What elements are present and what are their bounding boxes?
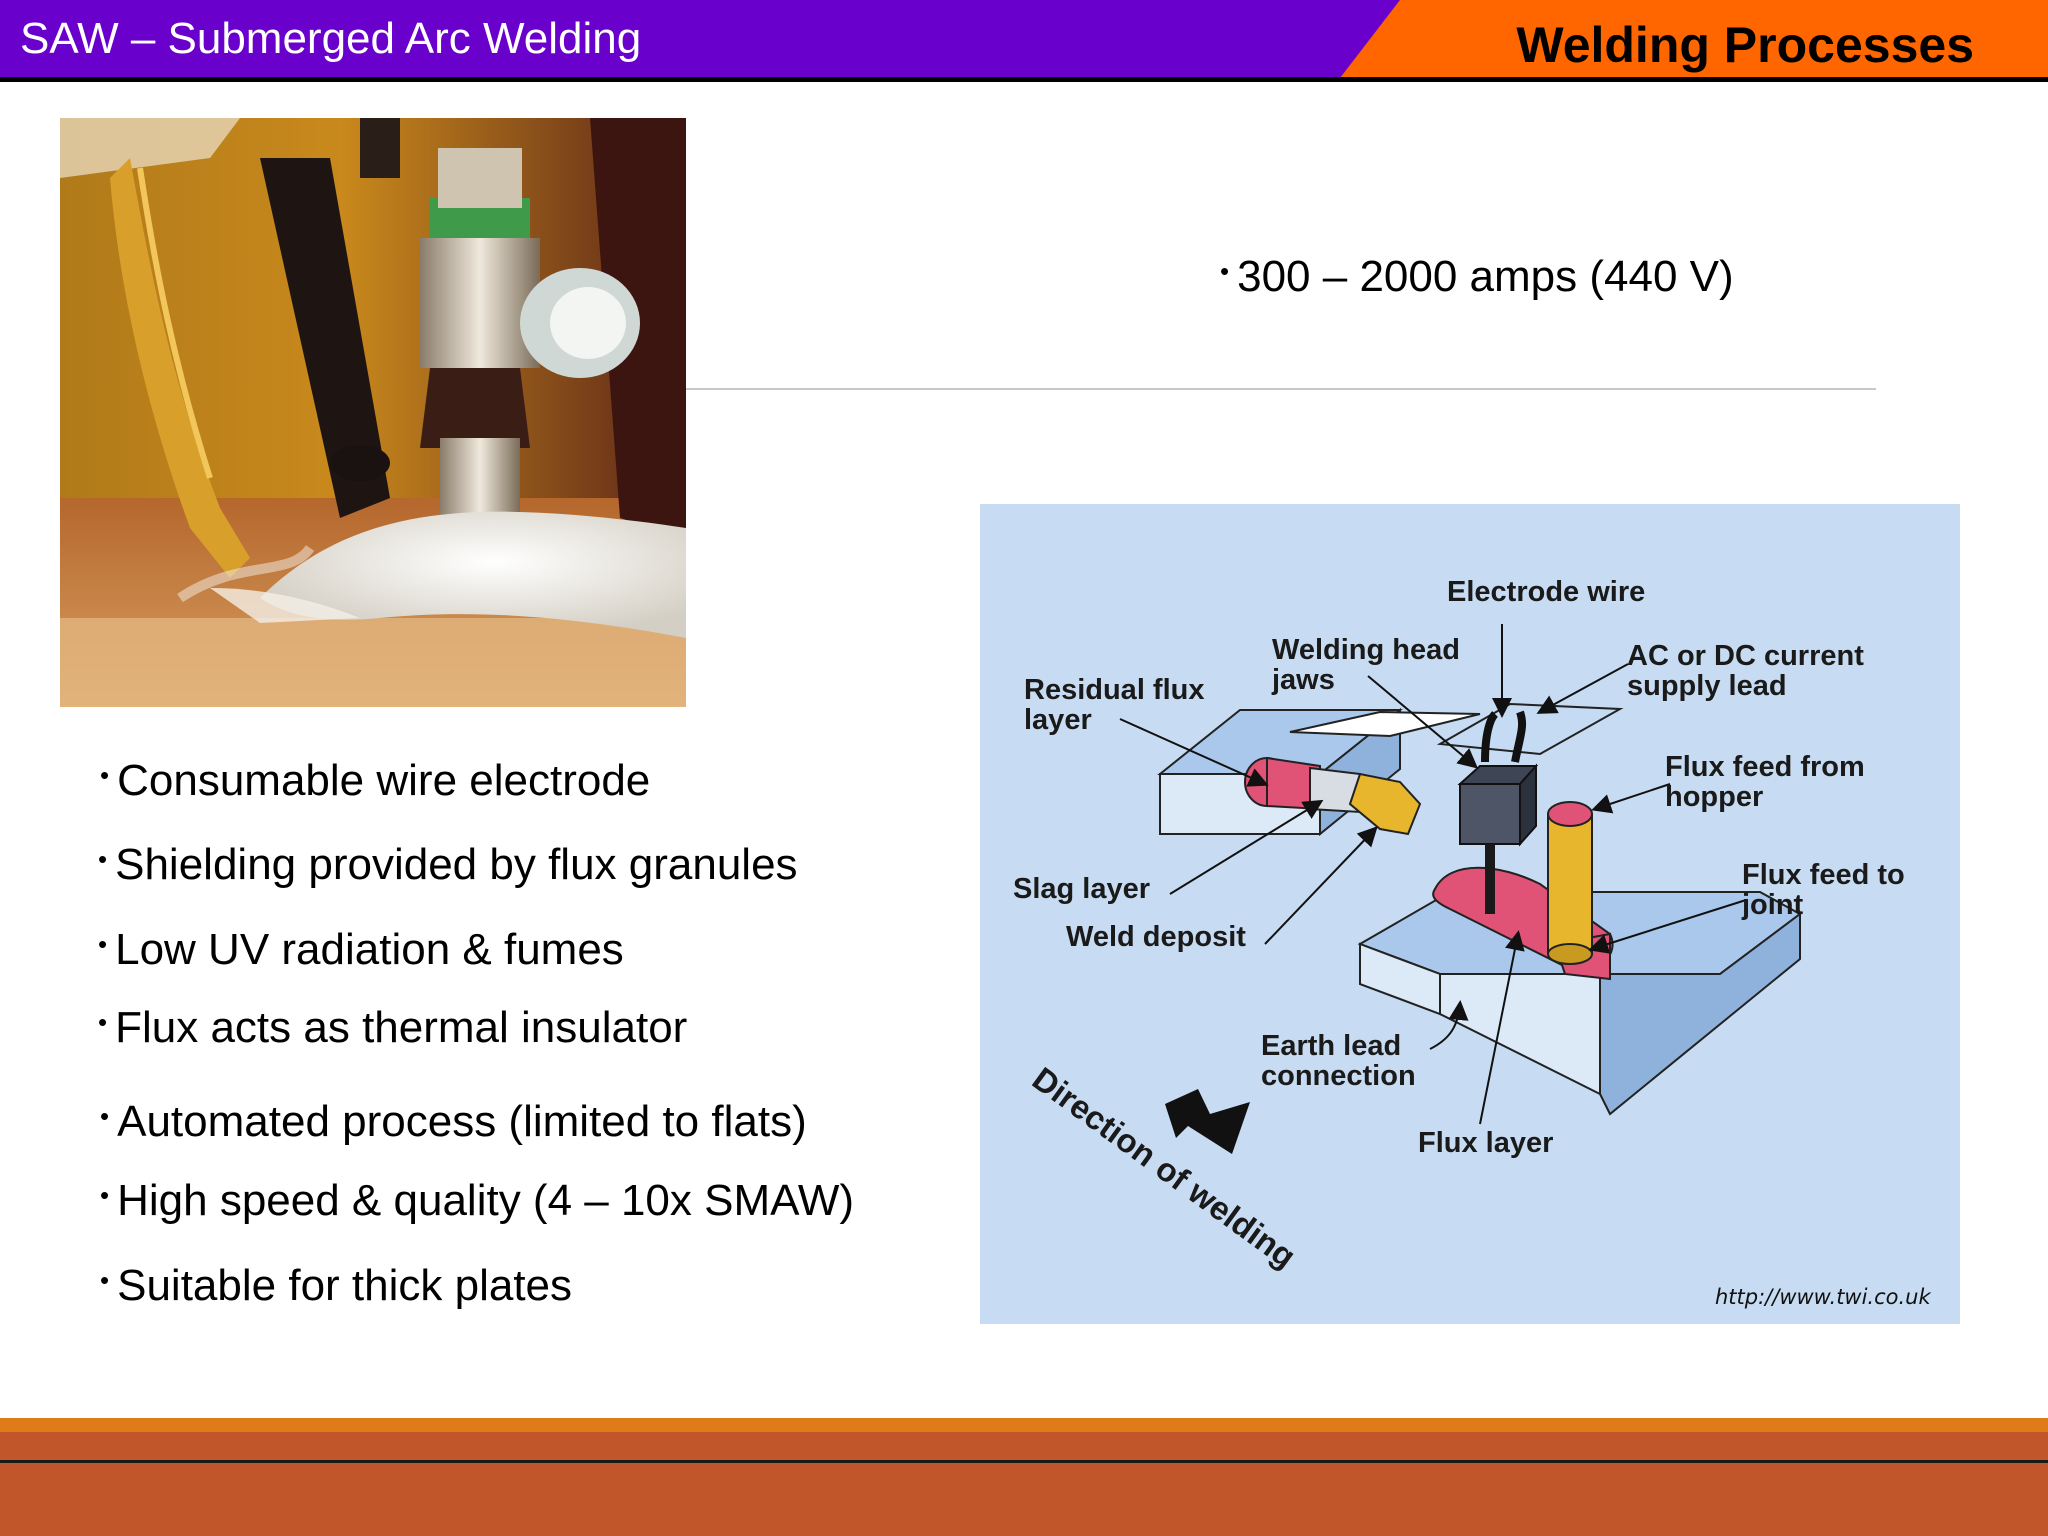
label-welding-head: Welding head	[1272, 634, 1460, 666]
bullet-item: •Consumable wire electrode	[100, 756, 650, 806]
label-hopper: hopper	[1665, 781, 1763, 813]
bullet-text: High speed & quality (4 – 10x SMAW)	[117, 1176, 855, 1225]
label-flux-feed-hopper: Flux feed from	[1665, 751, 1865, 783]
bullet-dot: •	[100, 760, 110, 790]
bullet-dot: •	[98, 1007, 108, 1037]
horizontal-divider	[686, 388, 1876, 390]
source-credit: http://www.twi.co.uk	[1715, 1285, 1931, 1309]
direction-arrow-icon	[1165, 1089, 1250, 1154]
bullet-dot: •	[100, 1101, 110, 1131]
bullet-text: Suitable for thick plates	[117, 1261, 573, 1310]
slide-header: SAW – Submerged Arc Welding Welding Proc…	[0, 0, 2048, 82]
label-flux-layer: Flux layer	[1418, 1127, 1553, 1159]
label-slag-layer: Slag layer	[1013, 873, 1150, 905]
welding-photo	[60, 118, 686, 707]
bullet-item: •Shielding provided by flux granules	[98, 840, 798, 890]
bullet-item: •High speed & quality (4 – 10x SMAW)	[100, 1176, 854, 1226]
label-supply-lead: supply lead	[1627, 670, 1787, 702]
saw-process-diagram: Electrode wire Welding head jaws AC or D…	[980, 504, 1960, 1324]
label-welding-head-jaws: jaws	[1271, 664, 1335, 696]
bullet-dot: •	[100, 1180, 110, 1210]
label-ac-dc: AC or DC current	[1627, 640, 1864, 672]
bullet-dot: •	[100, 1265, 110, 1295]
label-earth-lead: Earth lead	[1261, 1030, 1401, 1062]
header-right-band	[1340, 0, 2048, 78]
slide-title: SAW – Submerged Arc Welding	[20, 14, 642, 63]
bullet-text: Low UV radiation & fumes	[115, 925, 624, 974]
slide-footer	[0, 1418, 2048, 1536]
amperage-text: 300 – 2000 amps (440 V)	[1237, 252, 1734, 301]
bullet-text: Automated process (limited to flats)	[117, 1097, 807, 1146]
bullet-item: •Suitable for thick plates	[100, 1261, 572, 1311]
header-left-band	[0, 0, 1400, 78]
bullet-dot: •	[98, 929, 108, 959]
label-residual-layer: layer	[1024, 704, 1092, 736]
label-joint: joint	[1741, 889, 1804, 921]
footer-band	[0, 1432, 2048, 1460]
bullet-dot: •	[98, 844, 108, 874]
label-electrode-wire: Electrode wire	[1447, 576, 1645, 608]
footer-band-top	[0, 1418, 2048, 1432]
flux-hopper-tube	[1547, 801, 1593, 965]
weld-deposit-bead	[1348, 772, 1422, 836]
label-direction-of-welding: Direction of welding	[1026, 1060, 1303, 1275]
bullet-text: Consumable wire electrode	[117, 756, 651, 805]
section-title: Welding Processes	[1516, 17, 1974, 73]
label-residual-flux: Residual flux	[1024, 674, 1205, 706]
amperage-bullet: •300 – 2000 amps (440 V)	[1220, 252, 1734, 302]
bullet-item: •Automated process (limited to flats)	[100, 1097, 807, 1147]
footer-divider	[0, 1460, 2048, 1463]
bullet-item: •Low UV radiation & fumes	[98, 925, 624, 975]
label-weld-deposit: Weld deposit	[1066, 921, 1246, 953]
bullet-text: Shielding provided by flux granules	[115, 840, 798, 889]
bullet-text: Flux acts as thermal insulator	[115, 1003, 688, 1052]
label-connection: connection	[1261, 1060, 1416, 1092]
header-divider	[0, 77, 2048, 82]
bullet-item: •Flux acts as thermal insulator	[98, 1003, 687, 1053]
footer-band-bottom	[0, 1463, 2048, 1536]
label-flux-feed-joint: Flux feed to	[1742, 859, 1905, 891]
bullet-dot: •	[1220, 256, 1230, 286]
